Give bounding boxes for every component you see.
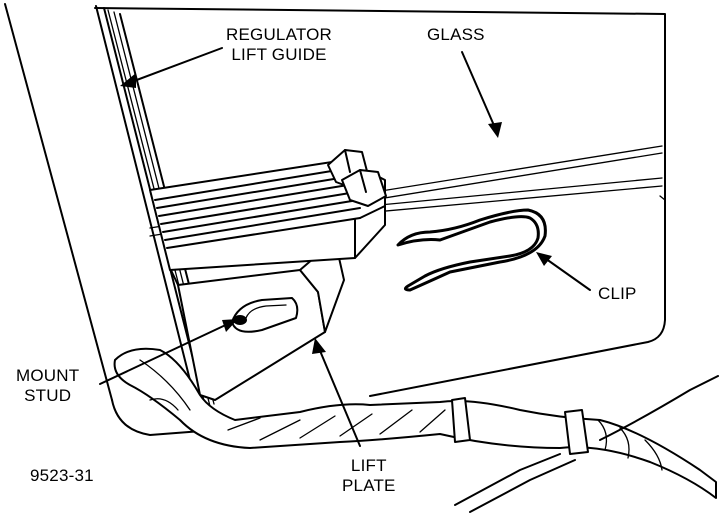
- lift-plate-label-line2: PLATE: [342, 476, 396, 495]
- glass-label: GLASS: [427, 25, 485, 45]
- mount-stud-label-line1: MOUNT: [16, 366, 80, 385]
- figure-id: 9523-31: [30, 466, 94, 486]
- regulator-lift-guide-label: REGULATOR LIFT GUIDE: [226, 25, 332, 65]
- lift-plate-label-line1: LIFT: [350, 456, 387, 475]
- mount-stud-label: MOUNT STUD: [16, 366, 79, 406]
- regulator-lift-guide-label-line1: REGULATOR: [226, 25, 333, 44]
- wiring-harness: [113, 347, 719, 513]
- lift-plate-label: LIFT PLATE: [342, 456, 396, 496]
- leader-lines: [99, 47, 591, 447]
- clip-label-text: CLIP: [598, 284, 637, 303]
- glass-channel-clamp: [149, 149, 387, 271]
- regulator-lift-guide-label-line2: LIFT GUIDE: [231, 45, 327, 64]
- mount-stud-label-line2: STUD: [24, 386, 72, 405]
- lift-plate: [169, 237, 345, 401]
- clip-label: CLIP: [598, 284, 637, 304]
- clip: [396, 208, 547, 292]
- glass-label-text: GLASS: [427, 25, 485, 44]
- figure-id-text: 9523-31: [30, 466, 94, 485]
